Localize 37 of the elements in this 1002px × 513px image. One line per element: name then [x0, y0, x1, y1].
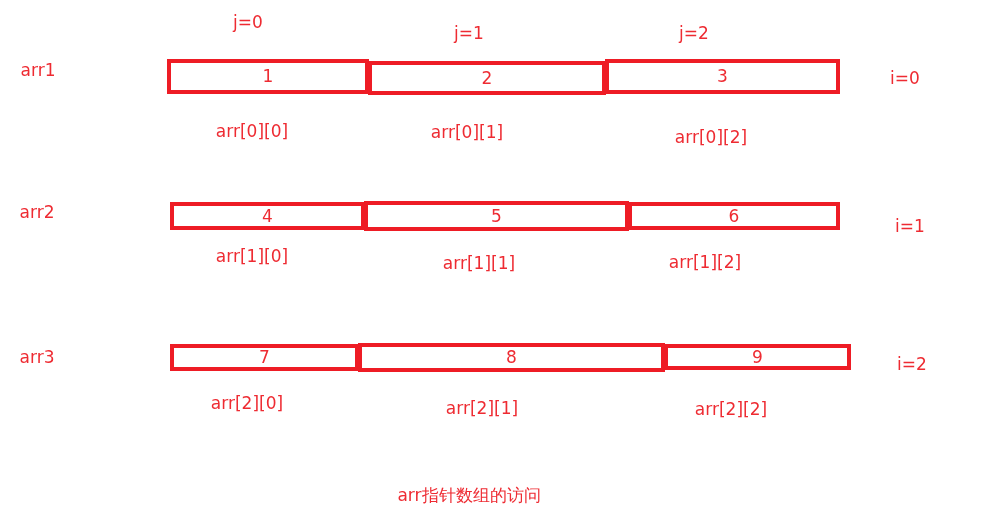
- array-cell: [605, 59, 840, 94]
- row-index: i=0: [890, 67, 920, 89]
- row-index: i=2: [897, 353, 927, 375]
- cell-value: 4: [262, 207, 273, 225]
- array-cell: [628, 202, 840, 230]
- array-cell: [358, 343, 665, 372]
- element-access: arr[1][0]: [215, 245, 289, 267]
- cell-value: 7: [259, 349, 270, 366]
- element-access: arr[2][2]: [694, 398, 768, 420]
- array-cell: [364, 201, 629, 231]
- cell-value: 5: [491, 207, 502, 225]
- element-access: arr[1][2]: [668, 251, 742, 273]
- cell-value: 9: [752, 348, 763, 366]
- element-access: arr[2][0]: [210, 392, 284, 414]
- element-access: arr[0][2]: [674, 126, 748, 148]
- element-access: arr[1][1]: [442, 252, 516, 274]
- row-index: i=1: [895, 215, 925, 237]
- cell-value: 1: [262, 68, 274, 85]
- array-cell: [368, 61, 606, 95]
- cell-value: 8: [506, 349, 517, 366]
- array-cell: [170, 202, 365, 230]
- column-index: j=2: [679, 22, 709, 44]
- array-cell: [167, 59, 369, 94]
- cell-value: 2: [481, 69, 493, 87]
- column-index: j=0: [233, 11, 263, 33]
- array-cell: [170, 344, 359, 371]
- row-name: arr1: [20, 59, 56, 81]
- cell-value: 6: [728, 207, 740, 225]
- caption: arr指针数组的访问: [397, 484, 541, 506]
- element-access: arr[0][1]: [430, 121, 504, 143]
- array-cell: [664, 344, 851, 370]
- element-access: arr[2][1]: [445, 397, 519, 419]
- row-name: arr3: [19, 346, 55, 368]
- row-name: arr2: [19, 201, 55, 223]
- cell-value: 3: [717, 68, 728, 85]
- column-index: j=1: [454, 22, 484, 44]
- element-access: arr[0][0]: [215, 120, 289, 142]
